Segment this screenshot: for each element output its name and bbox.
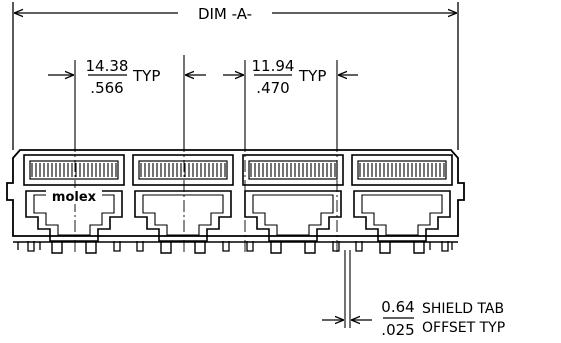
pitch-2-typ: TYP <box>298 67 326 85</box>
dim-a-label: DIM -A- <box>198 5 252 23</box>
pitch-1-inch: .566 <box>90 79 123 97</box>
shield-offset-mm: 0.64 <box>381 298 414 316</box>
shield-offset-label-1: SHIELD TAB <box>422 301 504 317</box>
port-4 <box>351 154 453 254</box>
brand-label: molex <box>52 190 97 205</box>
shield-offset-label-2: OFFSET TYP <box>422 320 505 336</box>
pitch-2-inch: .470 <box>256 79 289 97</box>
connector-housing <box>6 149 465 250</box>
pitch-1-typ: TYP <box>132 67 160 85</box>
pitch-1-mm: 14.38 <box>86 57 129 75</box>
shield-offset-inch: .025 <box>381 321 414 339</box>
molex-logo: molex <box>46 188 102 205</box>
port-center-lines <box>74 100 338 252</box>
pitch-2-mm: 11.94 <box>252 57 295 75</box>
port-3 <box>242 154 344 254</box>
port-2 <box>132 154 234 254</box>
